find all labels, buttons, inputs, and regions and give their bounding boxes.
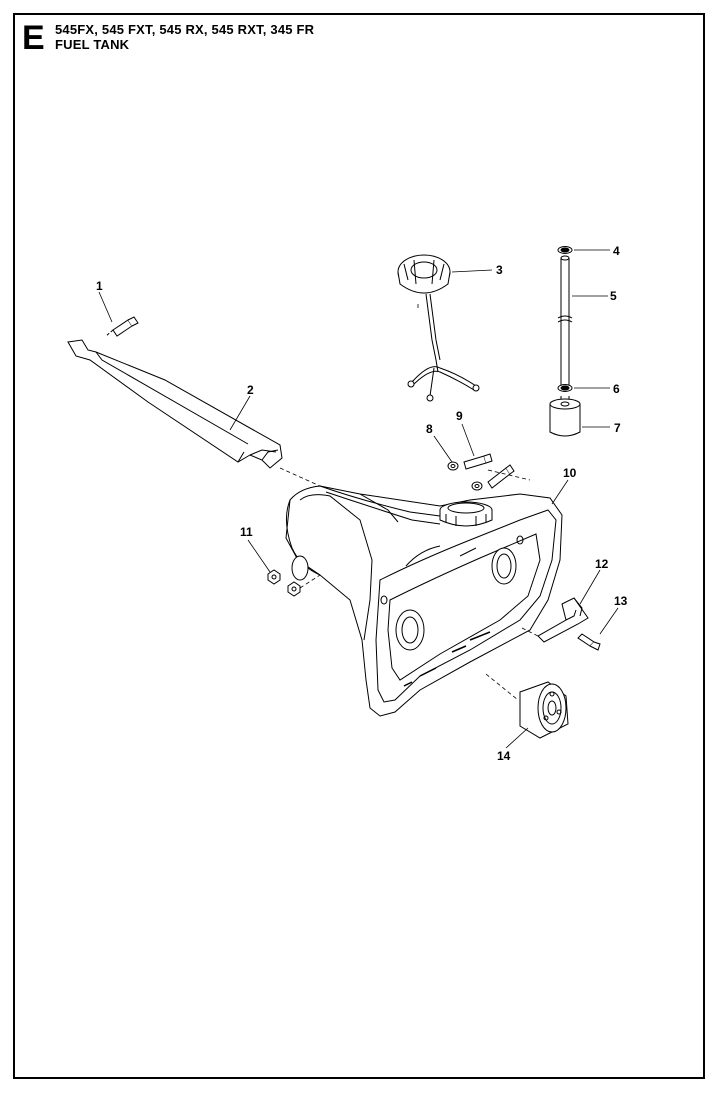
callout-13: 13 [614, 594, 628, 608]
part-6-clamp [557, 384, 573, 392]
callout-2: 2 [247, 383, 254, 397]
callout-1: 1 [96, 279, 103, 293]
callout-14: 14 [497, 749, 511, 763]
part-14-damper [519, 681, 569, 739]
callout-4: 4 [613, 244, 620, 258]
leader-lines [98, 249, 619, 749]
part-12-bracket [537, 597, 589, 643]
part-1-screw [105, 316, 139, 337]
callout-10: 10 [563, 466, 577, 480]
part-3-fuel-cap [397, 254, 480, 402]
part-4-clamp [557, 246, 573, 254]
page-frame [13, 13, 705, 1079]
callout-5: 5 [610, 289, 617, 303]
part-7-fuel-filter [549, 396, 581, 437]
part-11-nuts [267, 569, 301, 597]
section-letter: E [22, 19, 45, 57]
part-10-fuel-tank [285, 485, 563, 717]
part-13-screw [577, 633, 601, 651]
callout-7: 7 [614, 421, 621, 435]
part-8-washer [447, 461, 483, 491]
callout-11: 11 [240, 525, 253, 539]
callout-8: 8 [426, 422, 433, 436]
part-2-support-tube [67, 339, 283, 469]
callout-12: 12 [595, 557, 609, 571]
section-title: FUEL TANK [55, 37, 130, 52]
model-list: 545FX, 545 FXT, 545 RX, 545 RXT, 345 FR [55, 22, 315, 37]
part-9-screws [463, 453, 515, 489]
callout-6: 6 [613, 382, 620, 396]
part-5-fuel-hose [557, 255, 573, 385]
callout-9: 9 [456, 409, 463, 423]
callout-3: 3 [496, 263, 503, 277]
